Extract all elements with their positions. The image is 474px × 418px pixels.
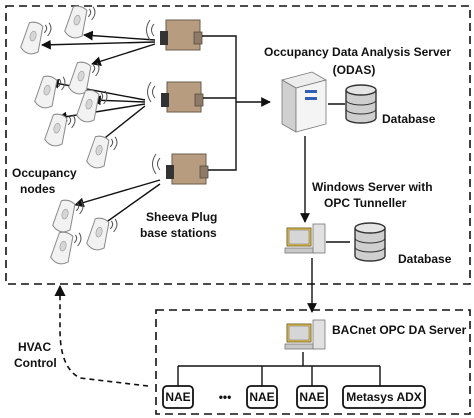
occupancy-node-icon: [85, 130, 120, 173]
nae-2-label: NAE: [249, 390, 275, 404]
bacnet-server-label: BACnet OPC DA Server: [332, 323, 467, 337]
odas-label-line1: Occupancy Data Analysis Server: [264, 45, 451, 59]
metasys-box: [342, 385, 426, 409]
occupancy-node-icon: [49, 226, 84, 269]
hvac-control-label-line1: HVAC: [18, 340, 52, 354]
database-label-mid: Database: [398, 252, 452, 266]
sheeva-plug-icon: [146, 19, 203, 51]
nae-box: [246, 385, 278, 409]
nae-box: [162, 385, 194, 409]
occupancy-node-icon: [33, 70, 68, 113]
occupancy-node-icon: [85, 212, 120, 255]
sensor-network-boundary: [5, 5, 471, 285]
windows-server-label-line1: Windows Server with: [312, 180, 433, 194]
nae-3-label: NAE: [299, 390, 325, 404]
database-label-top: Database: [382, 112, 436, 126]
odas-label-line2: (ODAS): [332, 63, 376, 77]
sheeva-plug-label-line2: base stations: [140, 226, 217, 240]
database-icon: [354, 222, 386, 262]
occupancy-nodes-label-line1: Occupancy: [12, 166, 77, 180]
hvac-control-label-line2: Control: [14, 356, 57, 370]
occupancy-node-links: [41, 30, 161, 229]
occupancy-nodes: [19, 0, 120, 269]
windows-server-label-line2: OPC Tunneller: [324, 196, 407, 210]
sheeva-plug-icon: [152, 153, 209, 185]
odas-server-icon: [280, 71, 328, 133]
nae-box: [296, 385, 328, 409]
sheeva-plug-label-line1: Sheeva Plug: [146, 210, 218, 224]
metasys-label: Metasys ADX: [346, 390, 422, 404]
occupancy-node-icon: [51, 194, 86, 237]
nae-1-label: NAE: [165, 390, 191, 404]
ellipsis-label: •••: [218, 390, 232, 404]
base-station-to-odas-links: [202, 35, 271, 171]
bacnet-server-icon: [284, 319, 326, 350]
controller-boxes: [162, 385, 426, 409]
sheeva-plug-base-stations: [146, 19, 209, 185]
windows-server-icon: [284, 223, 326, 254]
occupancy-node-icon: [19, 16, 54, 59]
bacnet-to-controllers-links: [177, 352, 381, 386]
database-icon: [345, 84, 377, 124]
hvac-control-arrow: [54, 284, 149, 387]
sheeva-plug-icon: [147, 81, 204, 113]
occupancy-nodes-label-line2: nodes: [20, 182, 56, 196]
